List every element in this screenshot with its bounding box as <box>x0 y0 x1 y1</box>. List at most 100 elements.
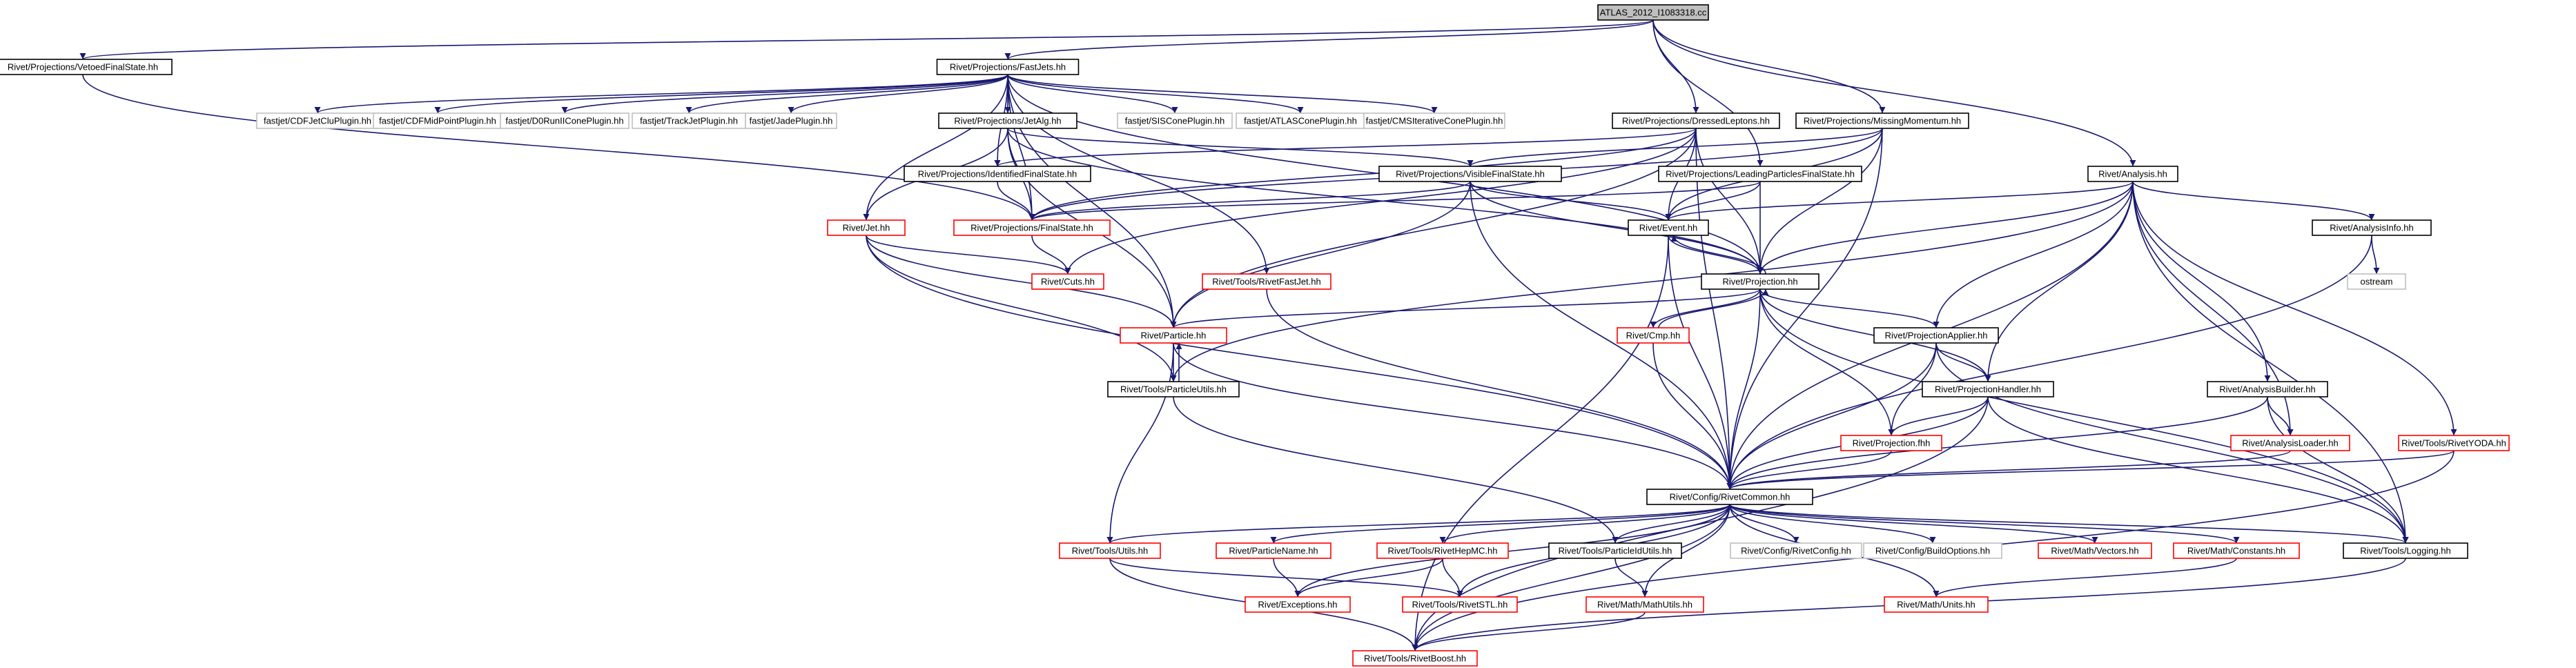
node-visible[interactable]: Rivet/Projections/VisibleFinalState.hh <box>1378 166 1562 182</box>
node-rivetyoda[interactable]: Rivet/Tools/RivetYODA.hh <box>2398 435 2510 451</box>
node-projapplier[interactable]: Rivet/ProjectionApplier.hh <box>1873 327 1999 344</box>
node-exceptions[interactable]: Rivet/Exceptions.hh <box>1245 596 1351 613</box>
node-trackjet: fastjet/TrackJetPlugin.hh <box>632 112 746 129</box>
node-label-analysisbuilder: Rivet/AnalysisBuilder.hh <box>2219 384 2315 395</box>
edge-rivetcommon-to-rivetboost <box>1412 504 1730 651</box>
node-box-particlename <box>1216 542 1331 559</box>
node-analysisbuilder[interactable]: Rivet/AnalysisBuilder.hh <box>2207 381 2328 397</box>
node-box-cmp <box>1617 327 1690 344</box>
node-label-analysis: Rivet/Analysis.hh <box>2098 169 2167 179</box>
node-label-rivetyoda: Rivet/Tools/RivetYODA.hh <box>2401 438 2506 449</box>
edge-projection-to-event <box>1670 235 1766 275</box>
node-box-rivetfastjet <box>1202 273 1331 290</box>
node-projfhh[interactable]: Rivet/Projection.fhh <box>1840 435 1942 451</box>
node-rivetconfig: Rivet/Config/RivetConfig.hh <box>1730 542 1862 559</box>
edge-rivethepmc-to-rivetstl <box>1442 558 1463 598</box>
edge-rivetyoda-to-rivetcommon <box>1726 450 2455 490</box>
node-leading[interactable]: Rivet/Projections/LeadingParticlesFinalS… <box>1658 166 1862 182</box>
edge-projection-to-logging <box>1759 288 2409 544</box>
edge-projection-to-projfhh <box>1759 288 1895 436</box>
node-box-fastjets <box>936 59 1080 75</box>
node-box-logging <box>2343 542 2468 559</box>
node-box-ostream <box>2347 273 2406 290</box>
edge-root-to-vetoed <box>80 19 1654 60</box>
node-finalstate[interactable]: Rivet/Projections/FinalState.hh <box>953 219 1111 236</box>
node-label-dressed: Rivet/Projections/DressedLeptons.hh <box>1622 116 1770 126</box>
node-particlename[interactable]: Rivet/ParticleName.hh <box>1216 542 1331 559</box>
node-cmp[interactable]: Rivet/Cmp.hh <box>1617 327 1690 344</box>
edge-analysis-to-analysisinfo <box>2132 181 2375 221</box>
node-box-analysisinfo <box>2312 219 2432 236</box>
node-jadeplugin: fastjet/JadePlugin.hh <box>745 112 837 129</box>
node-mathunits[interactable]: Rivet/Math/Units.hh <box>1884 596 1989 613</box>
node-box-visible <box>1378 166 1562 182</box>
node-cdfmid: fastjet/CDFMidPointPlugin.hh <box>373 112 502 129</box>
node-fastjets[interactable]: Rivet/Projections/FastJets.hh <box>936 59 1080 75</box>
node-box-leading <box>1658 166 1862 182</box>
edge-analysisbuilder-to-rivetcommon <box>1726 396 2268 490</box>
edge-rivetcommon-to-mathutils <box>1641 504 1730 598</box>
edge-missing-to-rivetcommon <box>1726 128 1883 490</box>
node-rivetfastjet[interactable]: Rivet/Tools/RivetFastJet.hh <box>1202 273 1331 290</box>
node-logging[interactable]: Rivet/Tools/Logging.hh <box>2343 542 2468 559</box>
node-label-mathunits: Rivet/Math/Units.hh <box>1897 600 1975 610</box>
edge-rivetcommon-to-rivetconfig <box>1729 504 1799 544</box>
node-identified[interactable]: Rivet/Projections/IdentifiedFinalState.h… <box>904 166 1091 182</box>
node-label-cuts: Rivet/Cuts.hh <box>1041 277 1095 287</box>
node-jetalg[interactable]: Rivet/Projections/JetAlg.hh <box>938 112 1077 129</box>
node-particleutils[interactable]: Rivet/Tools/ParticleUtils.hh <box>1107 381 1240 397</box>
node-label-particleutils: Rivet/Tools/ParticleUtils.hh <box>1120 384 1227 395</box>
node-cuts[interactable]: Rivet/Cuts.hh <box>1031 273 1104 290</box>
node-cmsiter: fastjet/CMSIterativeConePlugin.hh <box>1363 112 1505 129</box>
edge-jet-to-cuts <box>866 235 1071 275</box>
node-analysis[interactable]: Rivet/Analysis.hh <box>2087 166 2178 182</box>
node-box-missing <box>1795 112 1969 129</box>
node-label-mathutils: Rivet/Math/MathUtils.hh <box>1597 600 1692 610</box>
edge-analysisinfo-to-ostream <box>2371 235 2380 275</box>
node-particle[interactable]: Rivet/Particle.hh <box>1120 327 1227 344</box>
node-missing[interactable]: Rivet/Projections/MissingMomentum.hh <box>1795 112 1969 129</box>
node-projection[interactable]: Rivet/Projection.hh <box>1701 273 1819 290</box>
node-rivetcommon[interactable]: Rivet/Config/RivetCommon.hh <box>1646 489 1813 505</box>
node-mathvectors[interactable]: Rivet/Math/Vectors.hh <box>2038 542 2152 559</box>
node-box-analysisloader <box>2230 435 2350 451</box>
node-label-particleidutils: Rivet/Tools/ParticleIdUtils.hh <box>1559 546 1672 556</box>
node-rivetboost[interactable]: Rivet/Tools/RivetBoost.hh <box>1352 650 1478 667</box>
node-projhandler[interactable]: Rivet/ProjectionHandler.hh <box>1922 381 2054 397</box>
node-jet[interactable]: Rivet/Jet.hh <box>827 219 906 236</box>
node-box-projapplier <box>1873 327 1999 344</box>
node-label-identified: Rivet/Projections/IdentifiedFinalState.h… <box>918 169 1077 179</box>
node-box-event <box>1628 219 1709 236</box>
node-particleidutils[interactable]: Rivet/Tools/ParticleIdUtils.hh <box>1548 542 1682 559</box>
node-box-d0run <box>500 112 630 129</box>
edge-event-to-rivetcommon <box>1668 235 1733 490</box>
node-buildoptions: Rivet/Config/BuildOptions.hh <box>1863 542 2002 559</box>
node-dressed[interactable]: Rivet/Projections/DressedLeptons.hh <box>1612 112 1780 129</box>
node-root[interactable]: ATLAS_2012_I1083318.cc <box>1597 4 1709 21</box>
node-event[interactable]: Rivet/Event.hh <box>1628 219 1709 236</box>
node-label-siscone: fastjet/SISConePlugin.hh <box>1125 116 1225 126</box>
node-label-missing: Rivet/Projections/MissingMomentum.hh <box>1804 116 1961 126</box>
node-box-mathvectors <box>2038 542 2152 559</box>
node-toolsutils[interactable]: Rivet/Tools/Utils.hh <box>1059 542 1161 559</box>
node-analysisinfo[interactable]: Rivet/AnalysisInfo.hh <box>2312 219 2432 236</box>
node-rivethepmc[interactable]: Rivet/Tools/RivetHepMC.hh <box>1376 542 1509 559</box>
node-label-buildoptions: Rivet/Config/BuildOptions.hh <box>1875 546 1990 556</box>
node-rivetstl[interactable]: Rivet/Tools/RivetSTL.hh <box>1402 596 1518 613</box>
edge-fastjets-to-jadeplugin <box>788 74 1008 114</box>
edge-projapplier-to-rivetcommon <box>1726 342 1937 490</box>
node-vetoed[interactable]: Rivet/Projections/VetoedFinalState.hh <box>0 59 173 75</box>
node-label-particle: Rivet/Particle.hh <box>1141 331 1207 341</box>
edge-analysisbuilder-to-logging <box>2267 396 2409 544</box>
node-analysisloader[interactable]: Rivet/AnalysisLoader.hh <box>2230 435 2350 451</box>
node-label-cmp: Rivet/Cmp.hh <box>1626 331 1681 341</box>
edge-jetalg-to-visible <box>1007 128 1474 167</box>
edge-visible-to-rivetcommon <box>1470 181 1733 490</box>
node-mathutils[interactable]: Rivet/Math/MathUtils.hh <box>1585 596 1704 613</box>
edge-event-to-projection <box>1668 235 1764 275</box>
node-mathconstants[interactable]: Rivet/Math/Constants.hh <box>2173 542 2300 559</box>
edge-leading-to-finalstate <box>1028 181 1761 221</box>
node-d0run: fastjet/D0RunIIConePlugin.hh <box>500 112 630 129</box>
node-box-projection <box>1701 273 1819 290</box>
node-label-jet: Rivet/Jet.hh <box>843 223 890 233</box>
